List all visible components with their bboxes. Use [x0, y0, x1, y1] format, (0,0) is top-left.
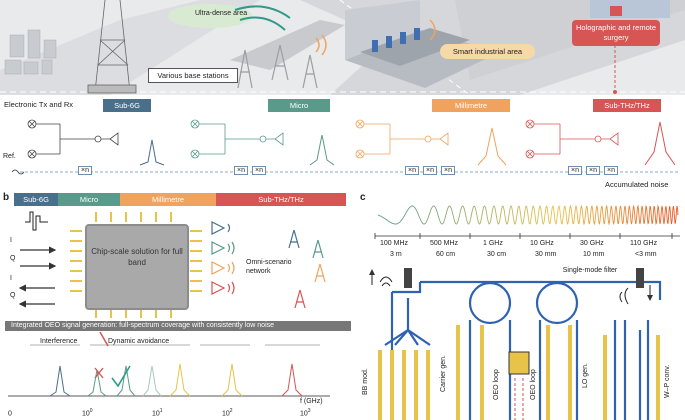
panel-b-letter: b: [3, 192, 10, 203]
spectrum-peaks-b: [8, 331, 330, 397]
holographic-callout: Holographic and remote surgery: [572, 20, 660, 46]
ultra-dense-callout: Ultra-dense area: [195, 10, 248, 17]
axis-unit-label: f (GHz): [300, 398, 323, 405]
ref-label: Ref.: [3, 153, 16, 160]
multiplier-box: ×n: [423, 166, 437, 175]
network-label: Omni-scenario network: [246, 259, 292, 275]
freq-label: 10 GHz: [530, 240, 554, 247]
base-station-tower-icon: [87, 0, 137, 94]
accumulated-noise-label: Accumulated noise: [605, 180, 669, 189]
multiplier-box: ×n: [252, 166, 266, 175]
wavelength-label: 30 mm: [535, 251, 557, 258]
freq-label: 1 GHz: [483, 240, 503, 247]
multiplier-box: ×n: [586, 166, 600, 175]
band-strip-sub6g: Sub-6G: [14, 193, 58, 206]
multiplier-box: ×n: [568, 166, 582, 175]
io-label-i: I: [10, 237, 12, 244]
io-label-i: I: [10, 275, 12, 282]
band-tag-micro: Micro: [268, 99, 330, 112]
city-scene: [0, 0, 685, 96]
signal-wave-icon: [234, 5, 291, 31]
axis-tick: 100: [82, 408, 93, 418]
wavelength-label: 60 cm: [436, 251, 456, 258]
ultra-dense-area-ellipse: [168, 4, 252, 28]
component-label-carrier-gen: Carrier gen.: [440, 355, 447, 392]
smart-industrial-callout: Smart industrial area: [440, 44, 535, 59]
multiplier-box: ×n: [441, 166, 455, 175]
chirp-line: [377, 204, 679, 226]
component-label-bb-mod: BB mod.: [362, 368, 369, 395]
wavelength-label: 10 mm: [583, 251, 605, 258]
chip-icon: Chip-scale solution for full band: [85, 224, 189, 310]
freq-label: 30 GHz: [580, 240, 604, 247]
band-strip-millimetre: Millimetre: [120, 193, 216, 206]
component-label-lo-gen: LO gen.: [582, 363, 589, 388]
band-strip-thz: Sub-THz/THz: [216, 193, 346, 206]
pulse-waveform-icon: [25, 211, 48, 231]
spectrum-peaks-a: [139, 121, 676, 166]
io-label-q: Q: [10, 255, 16, 262]
base-stations-callout: Various base stations: [148, 68, 238, 83]
building-cubes: [4, 29, 57, 75]
chip-text: Chip-scale solution for full band: [91, 247, 183, 267]
single-mode-filter-label: Single-mode filter: [560, 266, 620, 275]
multiplier-box: ×n: [604, 166, 618, 175]
axis-tick: 101: [152, 408, 163, 418]
panel-c-letter: c: [360, 192, 366, 203]
photonic-circuit: [378, 268, 662, 420]
wavelength-label: <3 mm: [635, 251, 657, 258]
frequency-scale: [374, 233, 680, 239]
component-label-oeo-loop: OEO loop: [493, 369, 500, 400]
io-wave-icons: [369, 269, 653, 305]
dynamic-avoidance-label: Dynamic avoidance: [108, 338, 170, 345]
freq-label: 500 MHz: [430, 240, 459, 247]
chirp-waveform: [377, 204, 679, 226]
multiplier-box: ×n: [78, 166, 92, 175]
small-antenna-icons: [237, 44, 318, 89]
io-label-q: Q: [10, 292, 16, 299]
wavelength-label: 3 m: [390, 251, 402, 258]
wavelength-label: 30 cm: [487, 251, 507, 258]
freq-label: 100 MHz: [380, 240, 409, 247]
freq-label: 110 GHz: [630, 240, 658, 247]
panel-b-graphics: [18, 211, 326, 318]
axis-tick: 102: [222, 408, 233, 418]
band-tag-sub6g: Sub-6G: [103, 99, 151, 112]
oeo-banner: Integrated OEO signal generation: full-s…: [5, 321, 351, 331]
multiplier-box: ×n: [405, 166, 419, 175]
band-tag-thz: Sub-THz/THz: [593, 99, 661, 112]
component-label-wp-conv: W–P conv.: [664, 364, 671, 398]
interference-label: Interference: [40, 338, 78, 345]
tx-rx-row-label: Electronic Tx and Rx: [4, 100, 74, 109]
band-strip-micro: Micro: [58, 193, 120, 206]
axis-tick: 103: [300, 408, 311, 418]
component-label-oeo-loop: OEO loop: [530, 369, 537, 400]
axis-tick: 0: [8, 410, 12, 418]
multiplier-box: ×n: [234, 166, 248, 175]
band-tag-millimetre: Millimetre: [432, 99, 510, 112]
